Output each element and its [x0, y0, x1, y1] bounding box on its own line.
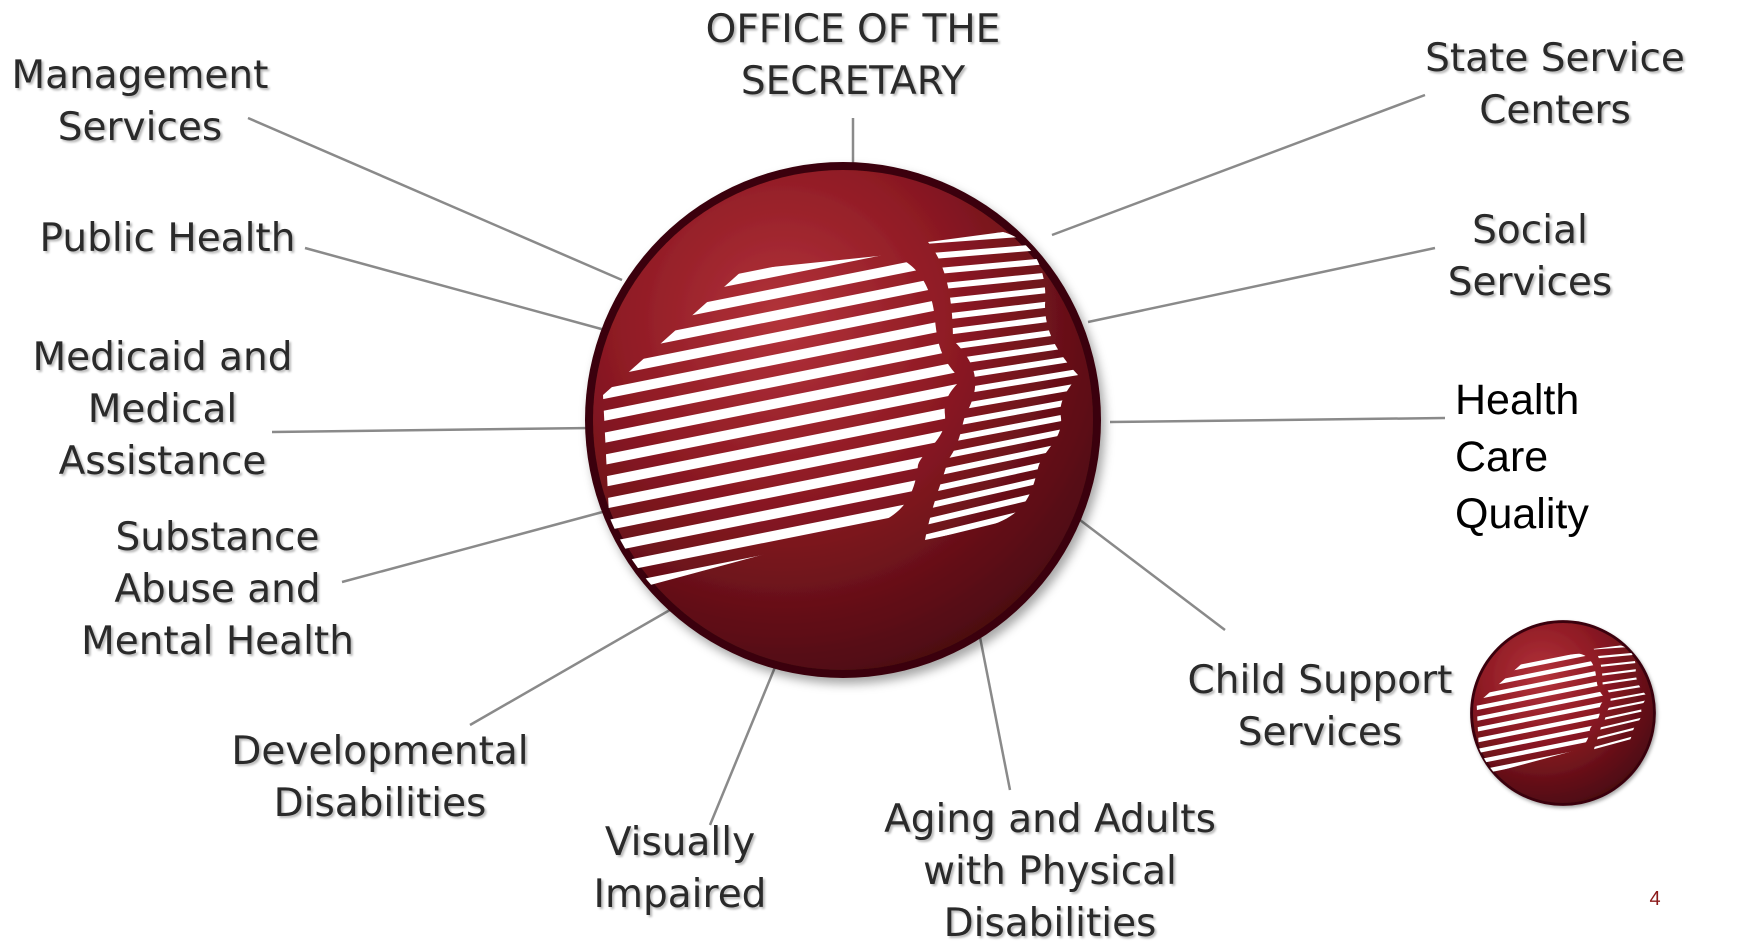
connector-visually: [708, 654, 782, 826]
label-aging-and-adults-with-physical-disabilities: Aging and Adults with Physical Disabilit…: [884, 797, 1216, 946]
connector-lines: [247, 93, 1446, 826]
connector-social: [1087, 246, 1436, 324]
connector-medicaid: [271, 426, 593, 434]
label-management-services: Management Services: [11, 53, 269, 150]
connector-health-care: [1109, 416, 1446, 424]
connector-child-support: [1079, 519, 1226, 631]
connector-public-health: [304, 246, 606, 332]
label-office-of-the-secretary: OFFICE OF THE SECRETARY: [705, 7, 1001, 104]
label-state-service-centers: State Service Centers: [1425, 36, 1685, 133]
connector-aging: [976, 626, 1012, 791]
label-public-health: Public Health: [39, 216, 296, 261]
slide-number: 4: [1649, 888, 1661, 910]
label-medicaid-and-medical-assistance: Medicaid and Medical Assistance: [32, 335, 293, 484]
connector-substance: [341, 508, 611, 584]
main-logo-icon: [585, 162, 1101, 678]
label-visually-impaired: Visually Impaired: [593, 820, 767, 917]
label-developmental-disabilities: Developmental Disabilities: [231, 729, 529, 826]
connector-management: [247, 116, 623, 282]
label-health-care-quality: Health Care Quality: [1455, 376, 1589, 538]
small-logo-icon: [1470, 620, 1656, 806]
connector-developmental: [469, 601, 683, 727]
label-substance-abuse-and-mental-health: Substance Abuse and Mental Health: [81, 515, 354, 664]
connector-state-centers: [1051, 93, 1426, 237]
label-social-services: Social Services: [1447, 208, 1613, 305]
label-child-support-services: Child Support Services: [1187, 658, 1453, 755]
